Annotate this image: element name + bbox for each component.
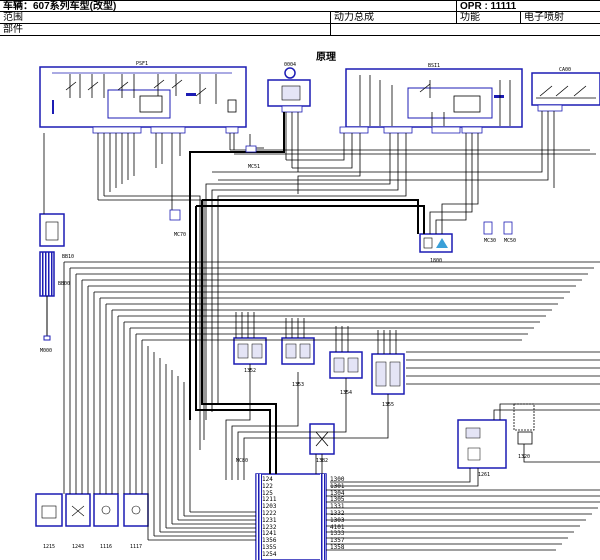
c1800-label: 1800 (430, 258, 442, 264)
c1215-label: 1215 (43, 544, 55, 550)
ecu-pin-label: 1303 (330, 516, 345, 524)
bsi1-unit: BSI1 (339, 63, 523, 134)
part-value (330, 24, 600, 35)
header-row-2: 范围 动力总成 功能 电子喷射 (0, 12, 600, 24)
vehicle-label: 车辆：607系列车型(改型) (3, 1, 117, 12)
c1116-label: 1116 (100, 544, 112, 550)
ecu-pin-label: 125 (262, 489, 273, 497)
c0004-label: 0004 (284, 62, 296, 68)
function-label: 功能 (456, 12, 520, 23)
ecu-pin-label: 1254 (262, 550, 277, 558)
ecu-pin-label: 124 (262, 476, 273, 483)
c1243-label: 1243 (72, 544, 84, 550)
ecu-pin-label: 1333 (330, 530, 345, 538)
ecu-pin-label: 122 (262, 482, 273, 490)
ecu-unit: MC80 (236, 458, 327, 560)
ecu-pin-label: 1222 (262, 510, 277, 517)
bb10-label: BB10 (62, 254, 74, 260)
mc51-label: MC51 (248, 164, 260, 170)
ecu-pin-label: 1301 (330, 482, 345, 490)
ecu-pin-label: 1331 (330, 503, 345, 511)
diagram-title: 原理 (316, 52, 336, 63)
mc80-label: MC80 (236, 458, 248, 464)
sensor-group-135x: 1352 1353 1354 1355 (233, 337, 405, 408)
c1800-unit: 1800 (419, 233, 453, 264)
ecu-pin-label: 1300 (330, 476, 345, 483)
mc50-label: MC50 (504, 238, 516, 244)
c0004-unit: 0004 (267, 62, 311, 113)
ecu-pin-label: 1211 (262, 496, 277, 504)
ecu-pin-label: 1358 (330, 544, 345, 551)
bus-lines (189, 112, 425, 474)
header-row-3: 部件 (0, 24, 600, 36)
ecu-pin-label: 1305 (330, 496, 345, 504)
function-value: 电子喷射 (520, 12, 600, 23)
actuator-row: 1215 1243 1116 1117 (35, 493, 149, 550)
ecu-pin-label: 1355 (262, 544, 277, 551)
psf1-label: PSF1 (136, 61, 148, 67)
m000-label: M000 (40, 348, 52, 354)
ca00-label: CA00 (559, 67, 571, 73)
opr-label: OPR : 11111 (456, 1, 600, 12)
ecu-pin-label: 1232 (262, 523, 277, 531)
ecu-pin-label: 4101 (330, 523, 345, 531)
c1117-label: 1117 (130, 544, 142, 550)
c1261-unit: 1261 (457, 419, 507, 478)
ecu-pin-label: 1203 (262, 503, 277, 511)
header-row-1: 车辆：607系列车型(改型) OPR : 11111 (0, 0, 600, 12)
bsi1-label: BSI1 (428, 63, 440, 69)
scope-label: 范围 (3, 12, 23, 23)
battery-unit: BB10 BB00 M000 (39, 213, 74, 354)
wiring (43, 111, 600, 551)
part-label: 部件 (3, 24, 23, 35)
mc70-label: MC70 (174, 232, 186, 238)
ecu-pin-label: 1231 (262, 516, 277, 524)
ecu-pin-label: 1356 (262, 537, 277, 545)
ecu-pin-label: 1357 (330, 537, 345, 545)
mc30-label: MC30 (484, 238, 496, 244)
domain-label: 动力总成 (330, 12, 456, 23)
psf1-unit: PSF1 (39, 61, 247, 134)
ecu-pin-label: 1304 (330, 489, 345, 497)
ecu-pin-label: 1241 (262, 530, 277, 538)
ecu-pin-label: 1332 (330, 510, 345, 517)
c1261-label: 1261 (478, 472, 490, 478)
ca00-unit: CA00 (531, 67, 600, 112)
